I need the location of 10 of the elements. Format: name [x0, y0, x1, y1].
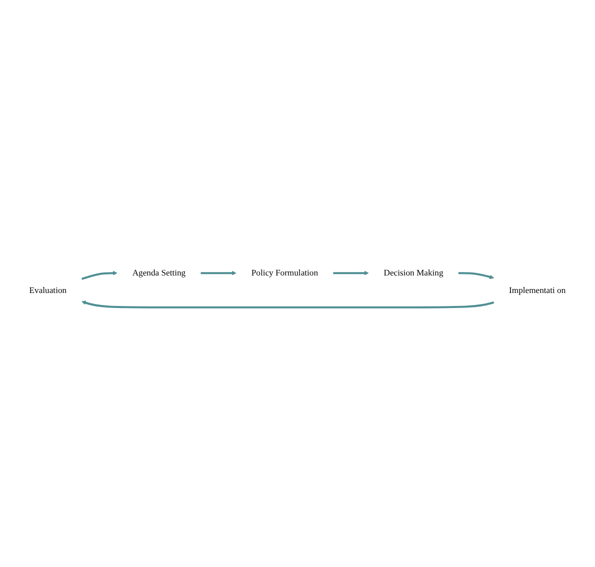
node-text: Agenda Setting	[132, 268, 186, 278]
arrow	[333, 271, 369, 276]
node-text: Implementati on	[509, 286, 566, 296]
node-text: Decision Making	[384, 268, 444, 278]
arrow	[81, 271, 118, 280]
arrow	[458, 272, 494, 280]
arrow	[82, 300, 494, 309]
arrow	[200, 271, 236, 276]
node-text: Evaluation	[29, 286, 67, 296]
node-text: Policy Formulation	[251, 268, 318, 278]
